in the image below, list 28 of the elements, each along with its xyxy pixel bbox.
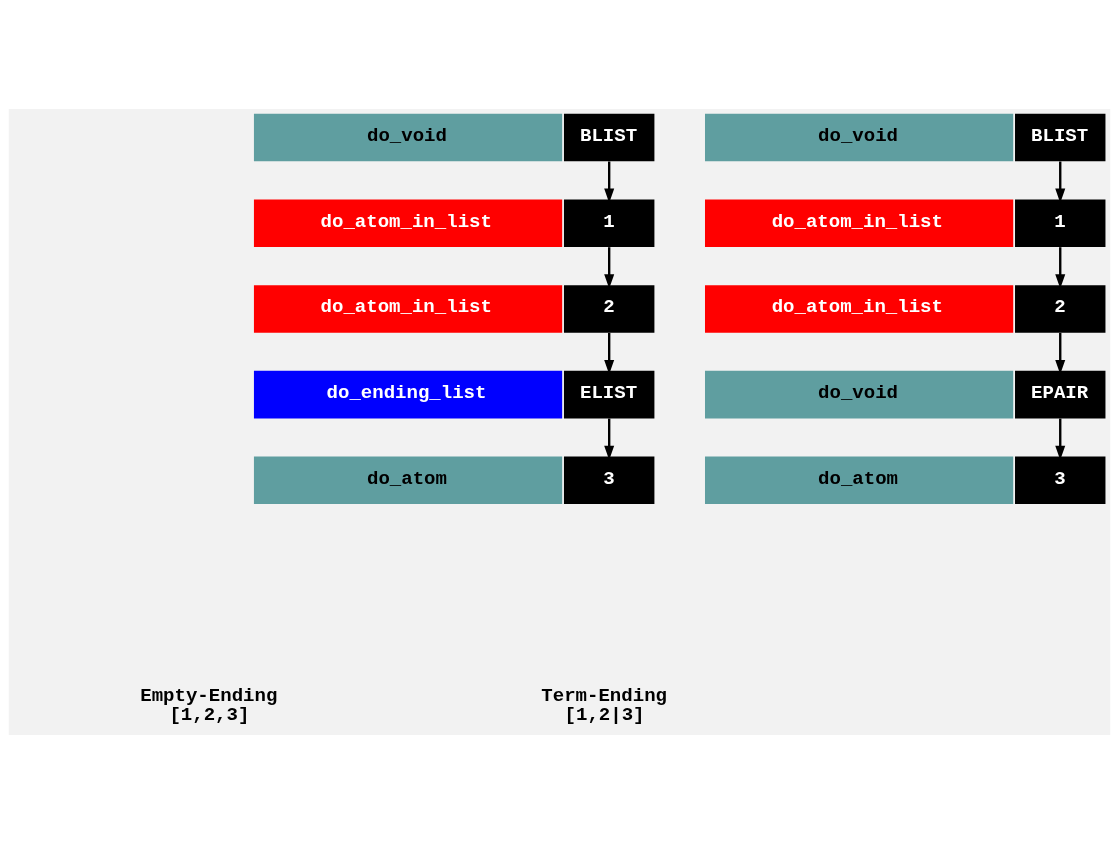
node-box: do_atom_in_list bbox=[253, 284, 563, 333]
node-box: do_void bbox=[705, 113, 1014, 161]
arrow bbox=[604, 161, 615, 203]
node-box: EPAIR bbox=[1015, 370, 1106, 418]
node-box: do_atom_in_list bbox=[705, 284, 1014, 333]
node-box: do_atom_in_list bbox=[705, 198, 1014, 247]
node-box: 2 bbox=[1015, 284, 1106, 333]
node-box: BLIST bbox=[563, 113, 655, 161]
node-box: 1 bbox=[563, 198, 655, 247]
node-box: do_atom_in_list bbox=[253, 198, 563, 247]
node-box: ELIST bbox=[563, 370, 655, 418]
arrow bbox=[604, 418, 615, 460]
node-box: 3 bbox=[563, 456, 655, 504]
arrow bbox=[1055, 161, 1066, 203]
node-box: BLIST bbox=[1015, 113, 1106, 161]
arrow bbox=[604, 246, 615, 289]
arrow bbox=[1055, 246, 1066, 289]
arrow bbox=[1055, 332, 1066, 374]
node-box: 2 bbox=[563, 284, 655, 333]
arrow bbox=[604, 332, 615, 374]
node-box: 1 bbox=[1015, 198, 1106, 247]
node-box: do_atom bbox=[705, 456, 1014, 504]
node-box: 3 bbox=[1015, 456, 1106, 504]
node-box: do_ending_list bbox=[253, 370, 563, 418]
node-box: do_void bbox=[253, 113, 563, 161]
node-box: do_void bbox=[705, 370, 1014, 418]
arrow bbox=[1055, 418, 1066, 460]
node-box: do_atom bbox=[253, 456, 563, 504]
